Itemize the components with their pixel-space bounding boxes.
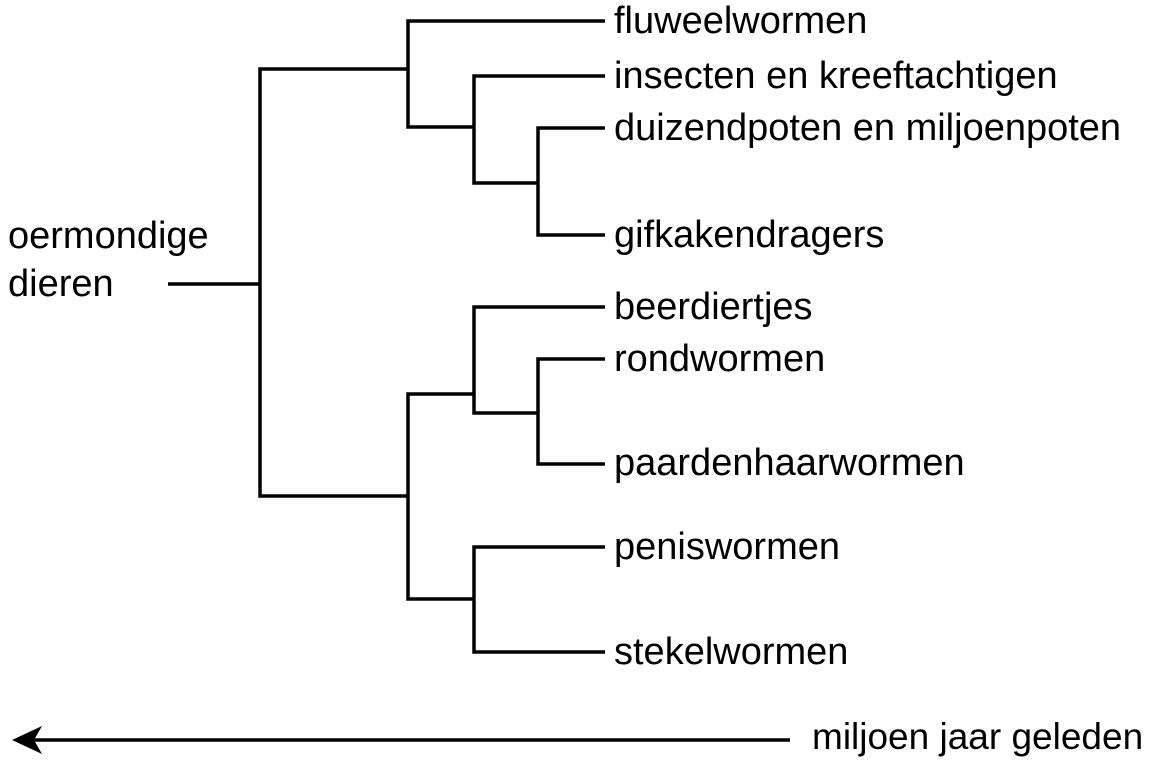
branch-root-vertical [258, 67, 408, 498]
taxon-insecten: insecten en kreeftachtigen [614, 55, 1058, 97]
root-label-line1: oermondige [8, 215, 209, 257]
time-axis-label: miljoen jaar geleden [812, 716, 1144, 757]
taxon-peniswormen: peniswormen [614, 526, 840, 568]
taxon-duizendpoten: duizendpoten en miljoenpoten [614, 107, 1122, 149]
branch-panarthropoda [406, 19, 605, 129]
taxon-rondwormen: rondwormen [614, 338, 826, 380]
branch-nematoida [536, 357, 605, 466]
branch-tardigrada-nematoida [472, 305, 605, 415]
root-label-line2: dieren [8, 263, 114, 305]
branch-cycloneuralia [406, 392, 474, 601]
branch-scalidophora [472, 545, 605, 654]
taxon-stekelwormen: stekelwormen [614, 631, 849, 673]
root-label: oermondige dieren [8, 212, 209, 308]
branch-myriapoda-chelicerata [536, 126, 605, 237]
time-axis-arrowhead-icon [12, 726, 42, 754]
branch-arthropoda [472, 74, 605, 185]
taxon-fluweelwormen: fluweelwormen [614, 0, 868, 42]
taxon-beerdiertjes: beerdiertjes [614, 286, 813, 328]
taxon-gifkakendragers: gifkakendragers [614, 214, 885, 256]
taxon-paardenhaarwormen: paardenhaarwormen [614, 442, 965, 484]
